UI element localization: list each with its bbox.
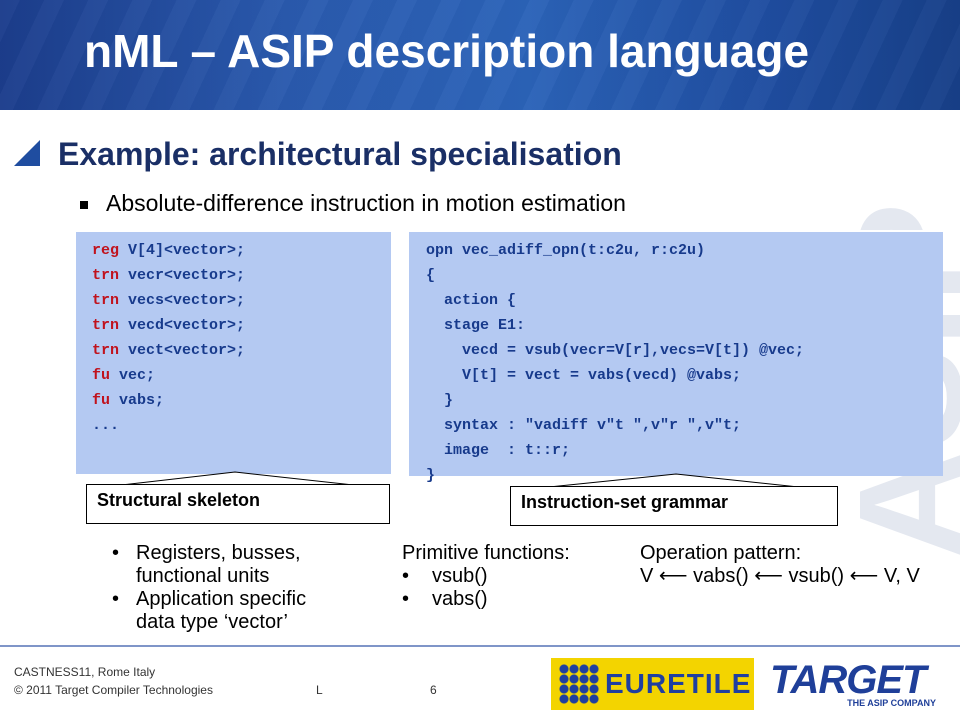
title-banner: nML – ASIP description language bbox=[0, 0, 960, 110]
code-line: vecd = vsub(vecr=V[r],vecs=V[t]) @vec; bbox=[426, 342, 805, 359]
target-tagline: THE ASIP COMPANY bbox=[847, 698, 936, 708]
footer-event: CASTNESS11, Rome Italy bbox=[14, 665, 156, 679]
code-line: opn vec_adiff_opn(t:c2u, r:c2u) bbox=[426, 242, 706, 259]
label-structural-skeleton: Structural skeleton bbox=[86, 484, 390, 524]
code-box-structural: reg V[4]<vector>;trn vecr<vector>;trn ve… bbox=[76, 230, 391, 474]
euretile-grid-icon bbox=[559, 664, 599, 704]
code-line: reg V[4]<vector>; bbox=[92, 238, 391, 263]
footer-divider bbox=[0, 645, 960, 647]
bullet-text: Absolute-difference instruction in motio… bbox=[106, 190, 626, 216]
code-keyword: trn bbox=[92, 292, 120, 309]
slide-title: nML – ASIP description language bbox=[84, 25, 810, 77]
code-line: trn vecr<vector>; bbox=[92, 263, 391, 288]
code-line: V[t] = vect = vabs(vecd) @vabs; bbox=[426, 367, 742, 384]
euretile-logo-text: EURETILE bbox=[605, 668, 752, 699]
notes-left: •Registers, busses, functional units •Ap… bbox=[112, 542, 306, 634]
code-text: vecd<vector>; bbox=[119, 317, 246, 334]
code-box-grammar: opn vec_adiff_opn(t:c2u, r:c2u) { action … bbox=[409, 230, 943, 484]
footer-mark: L bbox=[316, 683, 323, 697]
slide-subtitle: Example: architectural specialisation bbox=[58, 136, 622, 172]
code-line: image : t::r; bbox=[426, 442, 571, 459]
euretile-logo: EURETILE bbox=[551, 658, 754, 710]
footer-copyright: © 2011 Target Compiler Technologies bbox=[14, 683, 213, 697]
code-text: vecr<vector>; bbox=[119, 267, 246, 284]
label-structural-text: Structural skeleton bbox=[97, 490, 261, 510]
code-keyword: trn bbox=[92, 342, 120, 359]
code-keyword: fu bbox=[92, 367, 111, 384]
code-line: trn vect<vector>; bbox=[92, 338, 391, 363]
operation-pattern-heading: Operation pattern: bbox=[640, 542, 802, 564]
code-line: { bbox=[426, 267, 436, 284]
code-text: vecs<vector>; bbox=[119, 292, 246, 309]
code-keyword: reg bbox=[92, 242, 120, 259]
code-text: vabs; bbox=[110, 392, 165, 409]
code-line: trn vecd<vector>; bbox=[92, 313, 391, 338]
note-item: •Application specific bbox=[112, 588, 307, 610]
code-text: V[4]<vector>; bbox=[119, 242, 246, 259]
code-text: ... bbox=[92, 417, 120, 434]
code-line: action { bbox=[426, 292, 517, 309]
code-line: } bbox=[426, 392, 454, 409]
label-grammar-text: Instruction-set grammar bbox=[521, 492, 729, 512]
code-line: stage E1: bbox=[426, 317, 526, 334]
code-text: vec; bbox=[110, 367, 156, 384]
notes-right: Operation pattern: V ⟵ vabs() ⟵ vsub() ⟵… bbox=[640, 542, 920, 588]
label-instruction-set-grammar: Instruction-set grammar bbox=[510, 486, 838, 526]
note-item: •vsub() bbox=[402, 565, 488, 587]
primitive-functions-heading: Primitive functions: bbox=[402, 542, 570, 564]
code-keyword: fu bbox=[92, 392, 111, 409]
operation-pattern: V ⟵ vabs() ⟵ vsub() ⟵ V, V bbox=[640, 565, 920, 587]
note-item: •vabs() bbox=[402, 588, 488, 610]
code-text: vect<vector>; bbox=[119, 342, 246, 359]
page-number: 6 bbox=[430, 683, 437, 697]
banner-texture bbox=[0, 0, 960, 110]
code-line: ... bbox=[92, 413, 391, 438]
code-keyword: trn bbox=[92, 267, 120, 284]
code-line: syntax : "vadiff v"t ",v"r ",v"t; bbox=[426, 417, 742, 434]
code-keyword: trn bbox=[92, 317, 120, 334]
code-line: } bbox=[426, 467, 436, 484]
target-logo: TARGET THE ASIP COMPANY bbox=[770, 658, 940, 712]
notes-middle: Primitive functions: •vsub() •vabs() bbox=[402, 542, 570, 611]
code-structural: reg V[4]<vector>;trn vecr<vector>;trn ve… bbox=[76, 232, 391, 438]
code-grammar: opn vec_adiff_opn(t:c2u, r:c2u) { action … bbox=[409, 232, 943, 488]
code-line: fu vec; bbox=[92, 363, 391, 388]
note-item: •Registers, busses, bbox=[112, 542, 301, 564]
note-item-cont: functional units bbox=[136, 565, 270, 587]
note-item-cont: data type ‘vector’ bbox=[136, 611, 288, 633]
square-bullet-icon bbox=[80, 201, 88, 209]
triangle-bullet-icon bbox=[14, 140, 40, 166]
code-line: trn vecs<vector>; bbox=[92, 288, 391, 313]
code-line: fu vabs; bbox=[92, 388, 391, 413]
target-logo-text: TARGET bbox=[770, 658, 926, 702]
